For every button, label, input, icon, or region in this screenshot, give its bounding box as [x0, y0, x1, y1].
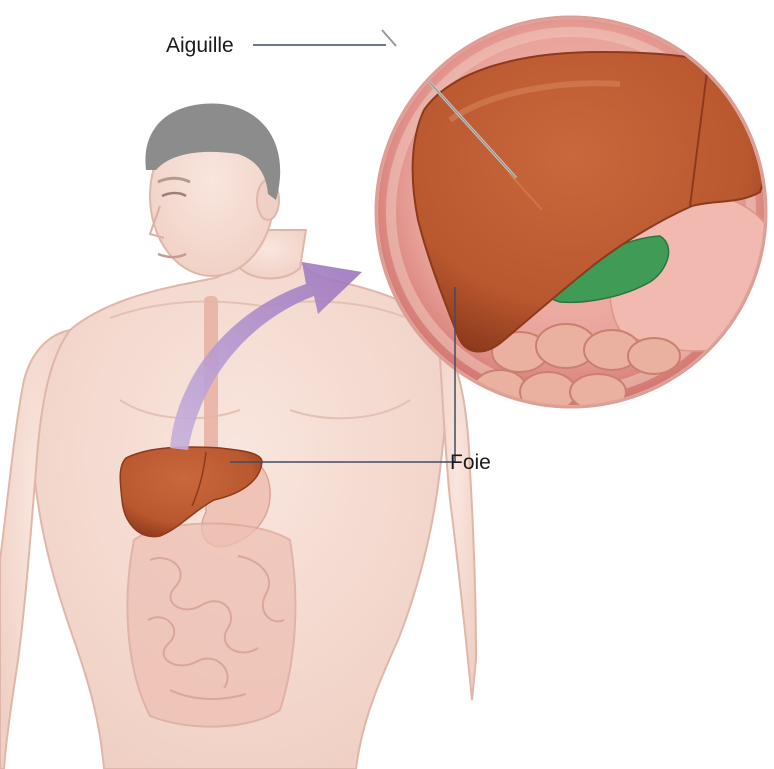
- needle-label: Aiguille: [166, 34, 234, 57]
- liver-label: Foie: [450, 451, 491, 474]
- right-arm: [438, 332, 476, 700]
- intestines: [127, 523, 295, 726]
